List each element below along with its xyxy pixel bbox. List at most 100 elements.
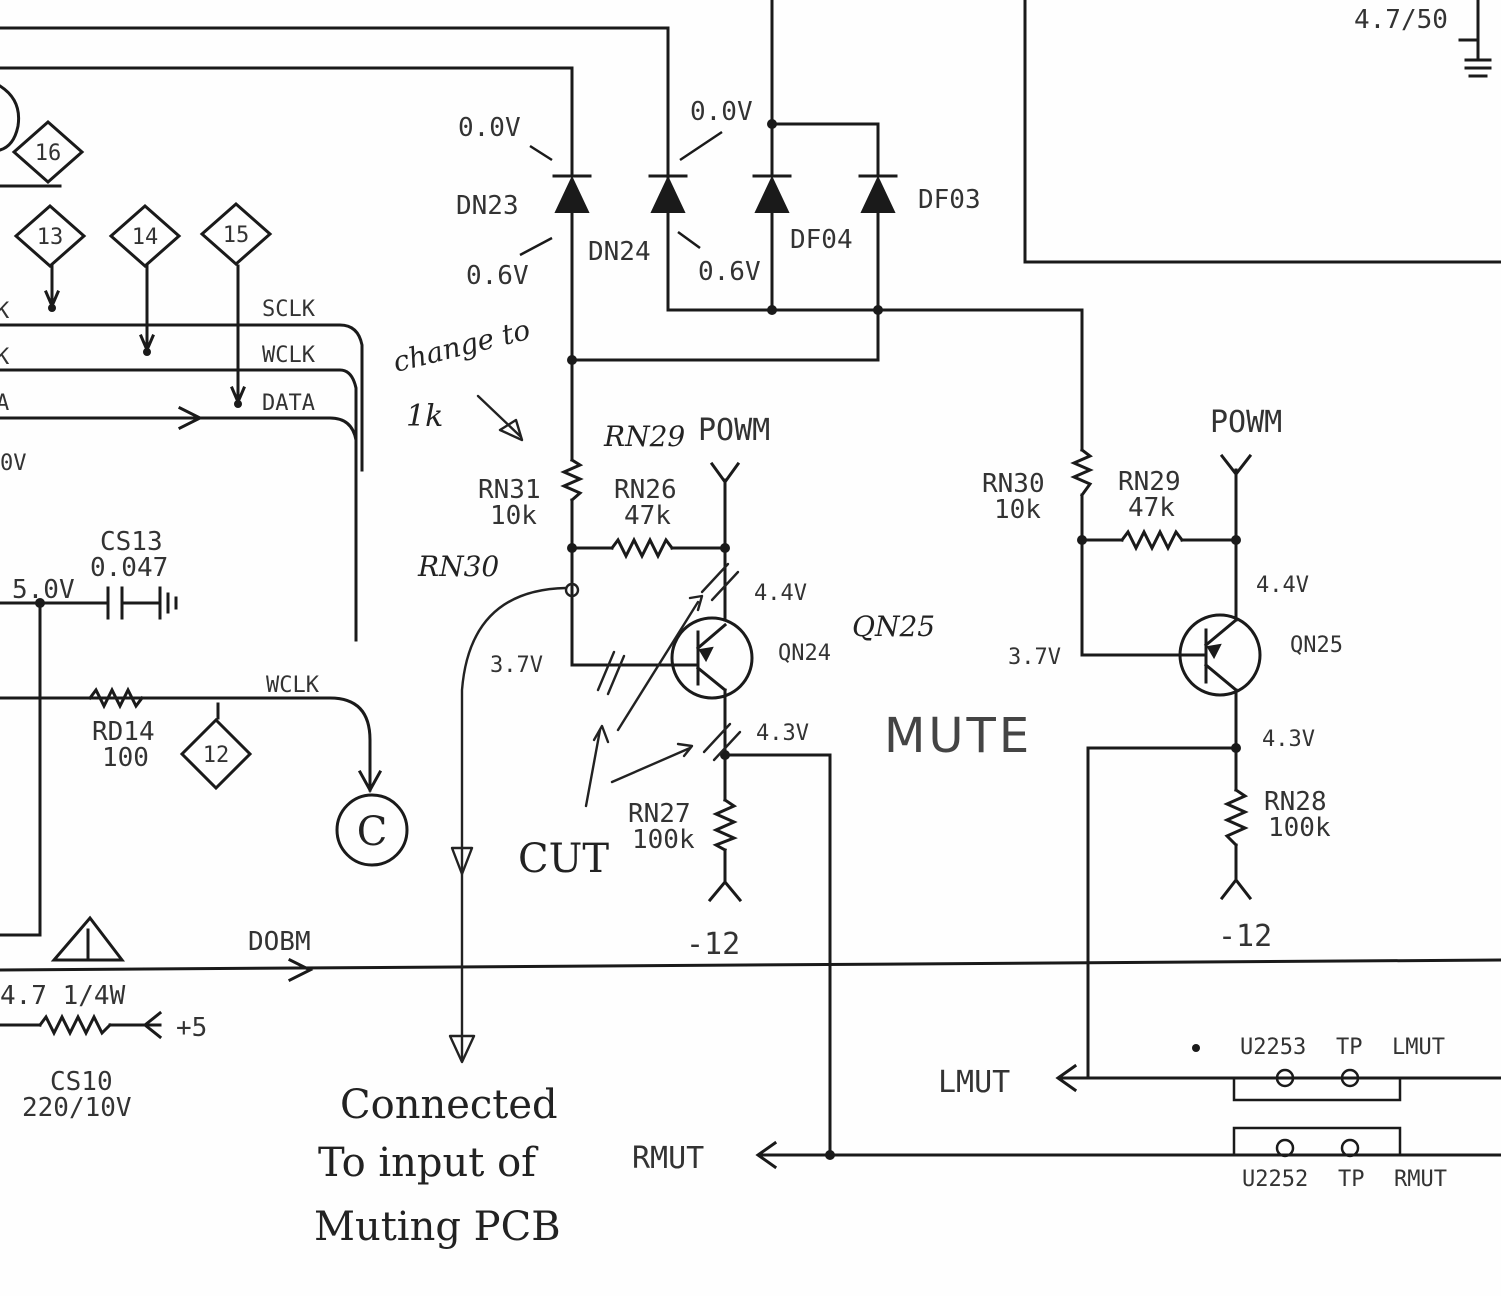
svg-text:RN29: RN29 bbox=[1118, 467, 1181, 497]
label-powm-right: POWM bbox=[1210, 405, 1282, 440]
warning-triangle-icon bbox=[50, 915, 126, 962]
signal-arrows bbox=[44, 290, 1078, 1170]
svg-text:U2252: U2252 bbox=[1242, 1167, 1308, 1192]
label-neg12-right: -12 bbox=[1218, 919, 1272, 954]
svg-text:TP: TP bbox=[1336, 1035, 1363, 1060]
partial-circle-icon bbox=[0, 84, 21, 152]
svg-text:16: 16 bbox=[35, 141, 62, 166]
connector-c: C bbox=[335, 793, 409, 867]
svg-text:15: 15 bbox=[223, 223, 250, 248]
note-rn30: RN30 bbox=[417, 550, 499, 583]
svg-text:4.3V: 4.3V bbox=[1262, 727, 1315, 752]
resistor-rn31 bbox=[560, 457, 584, 503]
svg-text:4.3V: 4.3V bbox=[756, 721, 809, 746]
rail-neg12-left bbox=[707, 879, 743, 903]
svg-text:U2253: U2253 bbox=[1240, 1035, 1306, 1060]
svg-text:47k: 47k bbox=[624, 501, 671, 531]
diamond-12: 12 bbox=[179, 717, 253, 791]
svg-text:4.4V: 4.4V bbox=[1256, 573, 1309, 598]
svg-text:100k: 100k bbox=[632, 825, 695, 855]
note-muting-pcb: Muting PCB bbox=[314, 1204, 561, 1250]
label-neg12-left: -12 bbox=[686, 927, 740, 962]
resistor-rn26 bbox=[609, 536, 675, 560]
svg-text:0.0V: 0.0V bbox=[690, 97, 753, 127]
svg-text:10k: 10k bbox=[994, 495, 1041, 525]
label-dn24: DN24 bbox=[588, 237, 651, 267]
svg-text:3.7V: 3.7V bbox=[1008, 645, 1061, 670]
transistor-qn25 bbox=[1178, 613, 1262, 697]
handwritten-annotations: change to 1k RN29 RN30 QN25 CUT Connecte… bbox=[314, 313, 935, 1250]
svg-text:5.0V: 5.0V bbox=[12, 575, 75, 605]
svg-text:RD14: RD14 bbox=[92, 717, 155, 747]
resistor-rn29 bbox=[1119, 528, 1185, 552]
wires bbox=[0, 0, 1501, 1157]
svg-text:RN26: RN26 bbox=[614, 475, 677, 505]
resistor-rn30 bbox=[1070, 447, 1094, 498]
label-rmut: RMUT bbox=[632, 1141, 704, 1176]
svg-text:RN30: RN30 bbox=[982, 469, 1045, 499]
svg-text:LMUT: LMUT bbox=[1392, 1035, 1445, 1060]
label-qn24: QN24 bbox=[778, 641, 831, 666]
svg-text:+5: +5 bbox=[176, 1013, 207, 1043]
mute-block-label: MUTE bbox=[884, 708, 1032, 764]
note-to-input-of: To input of bbox=[318, 1140, 539, 1186]
resistor-rd14 bbox=[87, 686, 145, 710]
diamond-13: 13 bbox=[13, 203, 87, 269]
svg-text:K: K bbox=[0, 299, 10, 324]
svg-text:13: 13 bbox=[37, 225, 64, 250]
svg-text:0.6V: 0.6V bbox=[466, 261, 529, 291]
svg-text:10k: 10k bbox=[490, 501, 537, 531]
rail-neg12-right bbox=[1219, 877, 1253, 901]
label-sclk: SCLK bbox=[262, 297, 316, 322]
svg-text:12: 12 bbox=[203, 743, 230, 768]
label-lmut: LMUT bbox=[938, 1065, 1010, 1100]
diode-dn24 bbox=[648, 26, 688, 213]
svg-text:C: C bbox=[357, 809, 388, 855]
svg-text:4.4V: 4.4V bbox=[754, 581, 807, 606]
svg-text:3.7V: 3.7V bbox=[490, 653, 543, 678]
resistor-4r7 bbox=[37, 1013, 113, 1037]
svg-text:100: 100 bbox=[102, 743, 149, 773]
voltage-pointers bbox=[519, 130, 723, 257]
label-data: DATA bbox=[262, 391, 315, 416]
rail-powm-left bbox=[709, 461, 741, 485]
printed-labels: SCLK WCLK DATA WCLK DOBM LMUT RMUT K K A… bbox=[0, 5, 1448, 1192]
svg-text:220/10V: 220/10V bbox=[22, 1093, 132, 1123]
label-wclk-2: WCLK bbox=[266, 673, 320, 698]
svg-text:4.7 1/4W: 4.7 1/4W bbox=[0, 981, 126, 1011]
capacitor-cs13 bbox=[106, 586, 178, 620]
note-qn25: QN25 bbox=[852, 610, 935, 643]
label-qn25: QN25 bbox=[1290, 633, 1343, 658]
diode-dn23 bbox=[552, 158, 592, 222]
svg-text:TP: TP bbox=[1338, 1167, 1365, 1192]
label-df03: DF03 bbox=[918, 185, 981, 215]
label-wclk: WCLK bbox=[262, 343, 316, 368]
svg-text:0.0V: 0.0V bbox=[458, 113, 521, 143]
diamond-15: 15 bbox=[199, 201, 273, 267]
resistor-rn28 bbox=[1223, 787, 1249, 848]
note-cut: CUT bbox=[518, 836, 609, 882]
label-powm-left: POWM bbox=[698, 413, 770, 448]
svg-text:RN31: RN31 bbox=[478, 475, 541, 505]
test-points bbox=[1275, 1068, 1360, 1158]
diode-df03 bbox=[858, 158, 898, 213]
svg-text:RMUT: RMUT bbox=[1394, 1167, 1447, 1192]
svg-text:14: 14 bbox=[132, 225, 159, 250]
svg-text:4.7/50: 4.7/50 bbox=[1354, 5, 1448, 35]
svg-text:100k: 100k bbox=[1268, 813, 1331, 843]
svg-text:RN27: RN27 bbox=[628, 799, 691, 829]
label-df04: DF04 bbox=[790, 225, 853, 255]
transistor-qn24 bbox=[666, 616, 754, 700]
svg-text:K: K bbox=[0, 345, 10, 370]
note-change-to: change to bbox=[390, 313, 534, 379]
rail-powm-right bbox=[1219, 453, 1253, 477]
resistor-rn27 bbox=[712, 797, 738, 853]
svg-text:0.6V: 0.6V bbox=[698, 257, 761, 287]
note-1k: 1k bbox=[406, 399, 443, 434]
diamond-14: 14 bbox=[108, 203, 182, 269]
junction-dots bbox=[35, 119, 1241, 1160]
label-dobm: DOBM bbox=[248, 927, 311, 957]
svg-text:A: A bbox=[0, 391, 9, 416]
